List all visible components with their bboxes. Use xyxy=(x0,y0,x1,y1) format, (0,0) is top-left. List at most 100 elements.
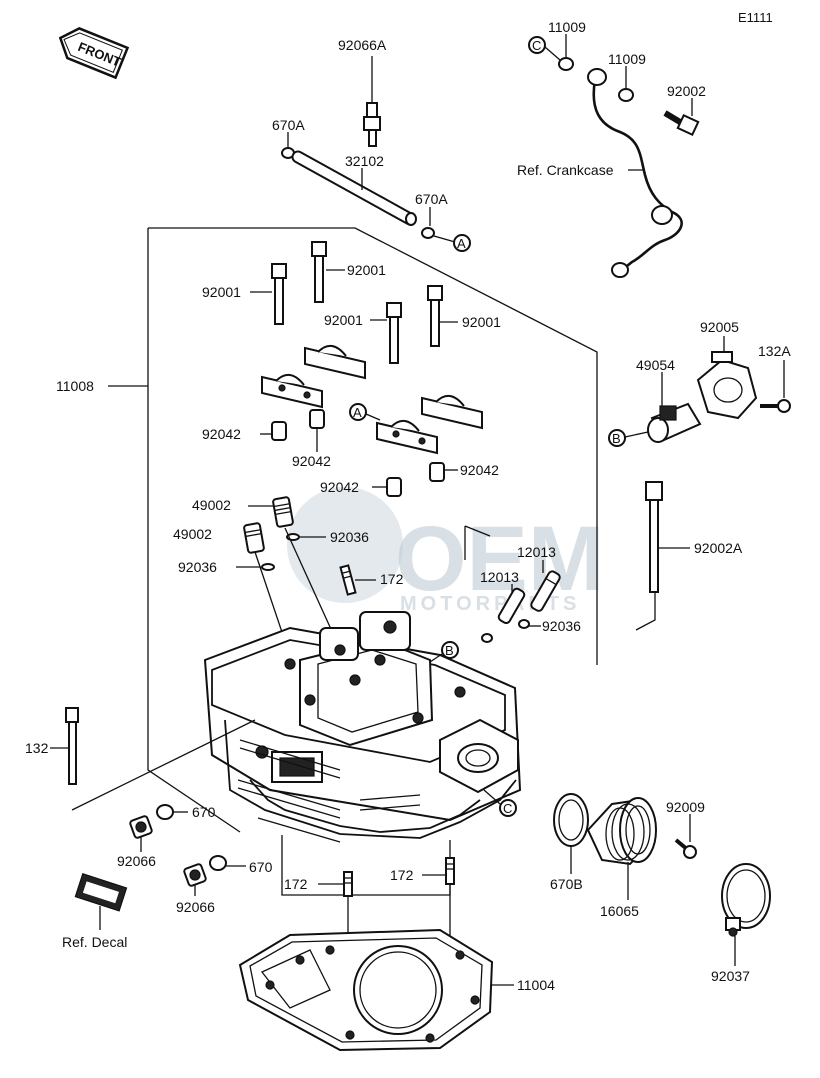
label-172-b: 172 xyxy=(284,876,308,892)
label-92037: 92037 xyxy=(711,968,750,984)
cam-cap-4 xyxy=(376,420,438,455)
label-92001-a: 92001 xyxy=(347,262,386,278)
label-92066A: 92066A xyxy=(338,37,387,53)
washer-11009-1 xyxy=(558,57,574,71)
label-49002-a: 49002 xyxy=(192,497,231,513)
label-12013-b: 12013 xyxy=(480,569,519,585)
clamp-92037 xyxy=(721,863,771,937)
label-32102: 32102 xyxy=(345,153,384,169)
head-gasket-11004 xyxy=(238,928,494,1052)
water-outlet-92005 xyxy=(696,351,758,420)
pipe-32102 xyxy=(291,150,417,226)
oring-670-b xyxy=(209,855,227,871)
label-670B: 670B xyxy=(550,876,583,892)
watermark-globe-icon xyxy=(287,487,403,603)
label-92042-a: 92042 xyxy=(202,426,241,442)
label-92001-c: 92001 xyxy=(324,312,363,328)
bolt-92001-b xyxy=(271,263,287,325)
marker-a-top xyxy=(453,234,471,252)
stud-172-a xyxy=(339,564,357,596)
svg-text:C: C xyxy=(532,38,541,53)
bolt-92002 xyxy=(663,110,700,137)
label-92036-b: 92036 xyxy=(178,559,217,575)
label-92042-b: 92042 xyxy=(292,453,331,469)
label-92001-b: 92001 xyxy=(202,284,241,300)
decal-icon xyxy=(74,873,128,912)
washer-11009-2 xyxy=(618,88,634,102)
label-132A: 132A xyxy=(758,343,791,359)
label-92005: 92005 xyxy=(700,319,739,335)
label-11009-2: 11009 xyxy=(608,51,646,67)
label-92036-a: 92036 xyxy=(330,529,369,545)
bolt-92001-d xyxy=(427,285,443,347)
bolt-92002A xyxy=(645,481,663,593)
label-12013-a: 12013 xyxy=(517,544,556,560)
ref-code: E1111 xyxy=(738,10,773,25)
svg-text:C: C xyxy=(503,801,512,816)
watermark: OEM MOTORPARTS xyxy=(287,487,605,615)
marker-c-head xyxy=(499,799,517,817)
bolt-92001-a xyxy=(311,241,327,303)
label-670A-1: 670A xyxy=(272,117,305,133)
guide-12013-b xyxy=(497,587,526,624)
label-92042-d: 92042 xyxy=(320,479,359,495)
bolt-132 xyxy=(65,707,79,785)
lifter-49002-a xyxy=(272,496,294,528)
label-92002A: 92002A xyxy=(694,540,743,556)
cylinder-head-11008 xyxy=(203,611,522,843)
label-92036-c: 92036 xyxy=(542,618,581,634)
lifter-49002-b xyxy=(243,522,265,554)
oring-670-a xyxy=(156,804,174,820)
label-ref-decal: Ref. Decal xyxy=(62,934,127,950)
stud-172-c xyxy=(445,857,455,885)
marker-b-head xyxy=(441,641,459,659)
bolt-92001-c xyxy=(386,302,402,364)
label-49002-b: 49002 xyxy=(173,526,212,542)
shim-92036-b xyxy=(261,563,275,571)
marker-c-top xyxy=(528,36,546,54)
label-11008: 11008 xyxy=(56,378,94,394)
label-16065: 16065 xyxy=(600,903,639,919)
watermark-brand: OEM xyxy=(395,508,605,610)
group-bracket-11008 xyxy=(147,227,598,833)
svg-text:B: B xyxy=(612,431,621,446)
sensor-92066A xyxy=(363,56,381,147)
label-92066-b: 92066 xyxy=(176,899,215,915)
label-670-a: 670 xyxy=(192,804,216,820)
svg-text:A: A xyxy=(457,236,466,251)
label-92001-d: 92001 xyxy=(462,314,501,330)
cam-cap-3 xyxy=(421,395,483,430)
label-92002: 92002 xyxy=(667,83,706,99)
dowel-92042-c xyxy=(429,462,445,482)
cam-cap-2 xyxy=(261,374,323,409)
label-ref-crankcase: Ref. Crankcase xyxy=(517,162,614,178)
label-11004: 11004 xyxy=(517,977,555,993)
cam-cap-1 xyxy=(304,345,366,380)
stud-172-b xyxy=(343,871,353,897)
label-92042-c: 92042 xyxy=(460,462,499,478)
marker-b-right xyxy=(608,429,626,447)
plug-92066-b xyxy=(183,863,207,887)
front-arrow-icon: FRONT xyxy=(58,27,130,80)
svg-text:B: B xyxy=(445,643,454,658)
watermark-sub: MOTORPARTS xyxy=(400,593,580,615)
label-670-b: 670 xyxy=(249,859,273,875)
label-670A-2: 670A xyxy=(415,191,448,207)
svg-text:A: A xyxy=(353,405,362,420)
sensor-49054 xyxy=(647,402,702,443)
label-11009-1: 11009 xyxy=(548,19,586,35)
label-49054: 49054 xyxy=(636,357,675,373)
label-92066-a: 92066 xyxy=(117,853,156,869)
shim-92036-c2 xyxy=(518,619,530,629)
dowel-92042-d xyxy=(386,477,402,497)
label-172-c: 172 xyxy=(390,867,414,883)
shim-92036-c1 xyxy=(481,633,493,643)
marker-a-mid xyxy=(349,403,367,421)
oil-pipe xyxy=(592,79,673,214)
screw-92009 xyxy=(674,838,697,859)
label-132: 132 xyxy=(25,740,49,756)
dowel-92042-a xyxy=(271,421,287,441)
oring-670A-2 xyxy=(421,227,435,239)
